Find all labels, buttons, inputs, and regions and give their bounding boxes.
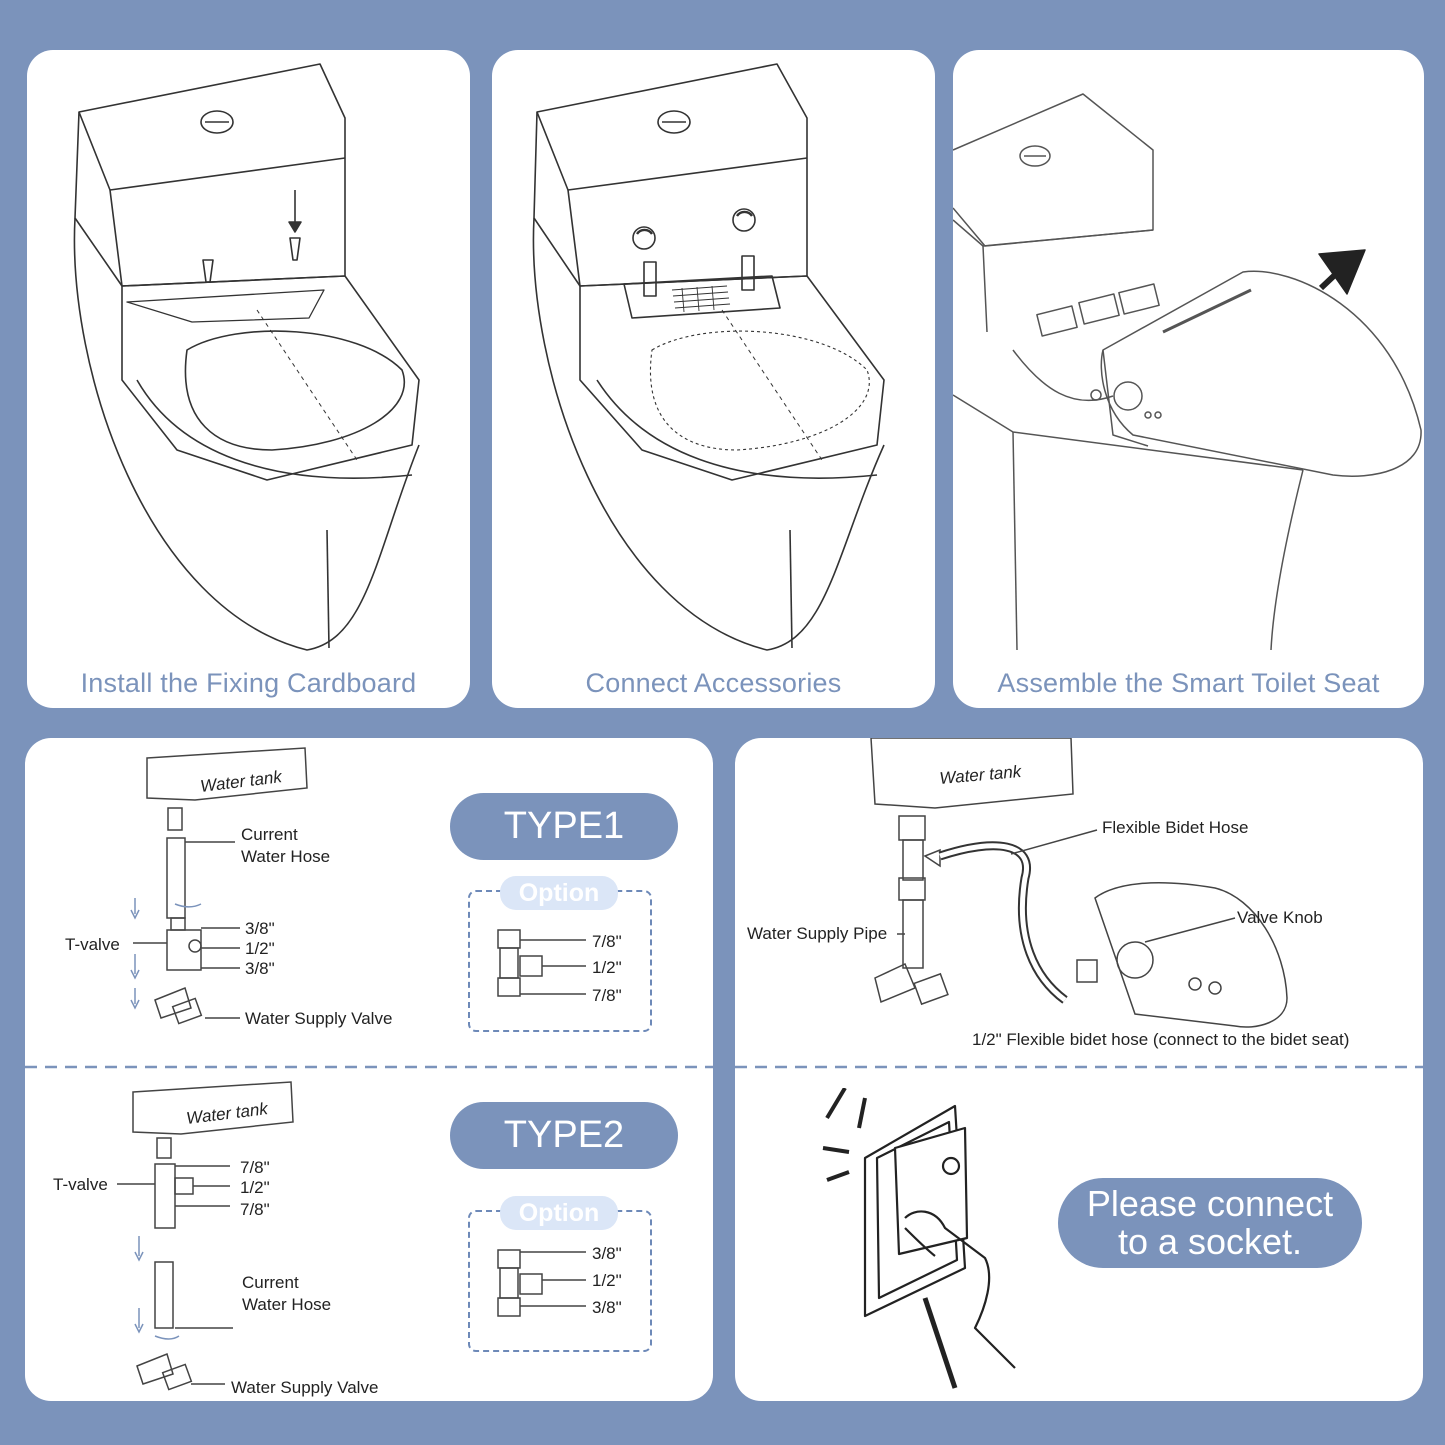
socket-message-line2: to a socket.: [1117, 1221, 1303, 1262]
type1-supply-valve: Water Supply Valve: [245, 1009, 392, 1028]
type1-hose-line1: Current: [241, 825, 298, 844]
type2-valve-diagram: Water tank T-valve 7/8" 1/2" 7/8" Curren…: [53, 1081, 378, 1397]
type1-option-tag: Option: [500, 876, 618, 910]
type1-size-top: 3/8": [245, 919, 275, 938]
type2-option-valve: 3/8" 1/2" 3/8": [497, 1244, 622, 1317]
type2-supply-valve: Water Supply Valve: [231, 1378, 378, 1397]
type2-option-tag: Option: [500, 1196, 618, 1230]
type1-hose-line2: Water Hose: [241, 847, 330, 866]
type2-hose-line2: Water Hose: [242, 1295, 331, 1314]
bidet-hose-diagram: Water tank Flexible Bidet Hose Valve Kno…: [747, 738, 1349, 1049]
step-card-install-cardboard: Install the Fixing Cardboard: [27, 50, 470, 708]
type1-size-bottom: 3/8": [245, 959, 275, 978]
hose-and-socket-card: Water tank Flexible Bidet Hose Valve Kno…: [735, 738, 1423, 1401]
type2-option-size-top: 3/8": [592, 1244, 622, 1263]
socket-message-line1: Please connect: [1086, 1183, 1334, 1224]
type2-water-tank: Water tank: [185, 1099, 270, 1128]
socket-message: Please connect to a socket.: [1058, 1178, 1362, 1268]
step-title: Install the Fixing Cardboard: [80, 668, 417, 698]
socket-illustration: [822, 1088, 1016, 1389]
supply-pipe-label: Water Supply Pipe: [747, 924, 887, 943]
type2-size-mid: 1/2": [240, 1178, 270, 1197]
type1-option-size-mid: 1/2": [592, 958, 622, 977]
step-card-connect-accessories: Connect Accessories: [492, 50, 935, 708]
toilet-accessories-illustration: [532, 63, 885, 651]
flexible-hose-label: Flexible Bidet Hose: [1102, 818, 1248, 837]
type2-size-top: 7/8": [240, 1158, 270, 1177]
type1-t-valve: T-valve: [65, 935, 120, 954]
step-card-assemble-seat: Assemble the Smart Toilet Seat: [953, 50, 1424, 708]
type1-valve-diagram: Water tank Current Water Hose T-valve 3/…: [65, 747, 392, 1028]
type2-hose-line1: Current: [242, 1273, 299, 1292]
type1-option-valve: 7/8" 1/2" 7/8": [497, 929, 622, 1005]
hose-divider: [735, 1065, 1423, 1069]
smart-seat-illustration: [953, 93, 1422, 651]
type1-option-size-bottom: 7/8": [592, 986, 622, 1005]
t-valve-types-card: Water tank Current Water Hose T-valve 3/…: [25, 738, 713, 1401]
type2-size-bottom: 7/8": [240, 1200, 270, 1219]
toilet-cardboard-illustration: [73, 63, 420, 651]
type1-option-size-top: 7/8": [592, 932, 622, 951]
type1-size-mid: 1/2": [245, 939, 275, 958]
half-inch-hose-label: 1/2" Flexible bidet hose (connect to the…: [972, 1030, 1349, 1049]
step-title: Connect Accessories: [585, 668, 842, 698]
connection-water-tank: Water tank: [939, 762, 1024, 788]
valve-knob-label: Valve Knob: [1237, 908, 1323, 927]
type1-badge: TYPE1: [450, 793, 678, 860]
type2-option-size-bottom: 3/8": [592, 1298, 622, 1317]
step-title: Assemble the Smart Toilet Seat: [997, 668, 1380, 698]
type2-badge: TYPE2: [450, 1102, 678, 1169]
types-divider: [25, 1065, 713, 1069]
type2-option-size-mid: 1/2": [592, 1271, 622, 1290]
type2-t-valve: T-valve: [53, 1175, 108, 1194]
